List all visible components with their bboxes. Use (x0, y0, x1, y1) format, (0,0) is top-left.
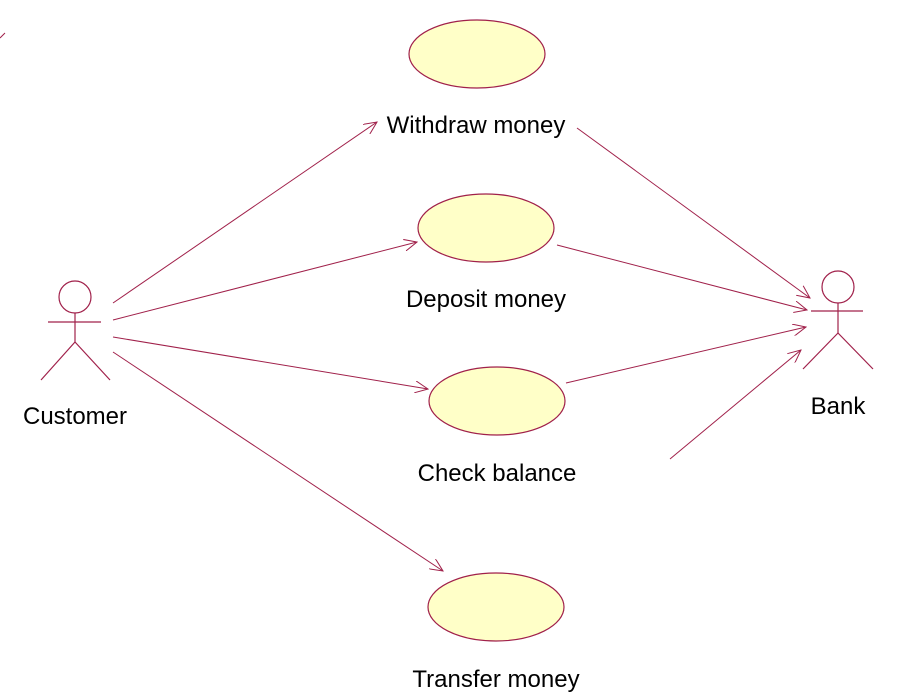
customer-stick-figure-icon (40, 280, 111, 381)
stray-mark (0, 32, 6, 39)
use-case-check-balance-label: Check balance (418, 460, 577, 487)
actor-bank-label: Bank (811, 393, 867, 420)
use-case-deposit[interactable]: Deposit money (406, 193, 566, 313)
use-case-deposit-ellipse (417, 193, 555, 263)
actor-customer-label: Customer (23, 403, 127, 430)
edge-withdraw-bank (576, 127, 810, 298)
edge-customer-check (112, 336, 428, 389)
bank-stick-figure-icon (802, 270, 874, 370)
actor-customer[interactable]: Customer (23, 280, 127, 430)
use-case-deposit-label: Deposit money (406, 286, 566, 313)
use-case-transfer-ellipse (427, 572, 565, 642)
edge-customer-transfer (112, 351, 443, 571)
use-case-withdraw-ellipse (408, 19, 546, 89)
actor-bank[interactable]: Bank (802, 270, 874, 420)
use-case-withdraw-label: Withdraw money (387, 112, 566, 139)
edge-deposit-bank (556, 244, 807, 310)
edge-check-bank (565, 327, 806, 384)
use-case-transfer-label: Transfer money (412, 666, 579, 693)
edge-customer-withdraw (112, 122, 377, 304)
use-case-check-balance[interactable]: Check balance (418, 366, 577, 487)
use-case-transfer[interactable]: Transfer money (412, 572, 580, 693)
use-case-withdraw[interactable]: Withdraw money (387, 19, 566, 139)
edge-customer-deposit (112, 242, 417, 321)
edge-transfer-bank (669, 350, 801, 460)
use-case-check-balance-ellipse (428, 366, 566, 436)
